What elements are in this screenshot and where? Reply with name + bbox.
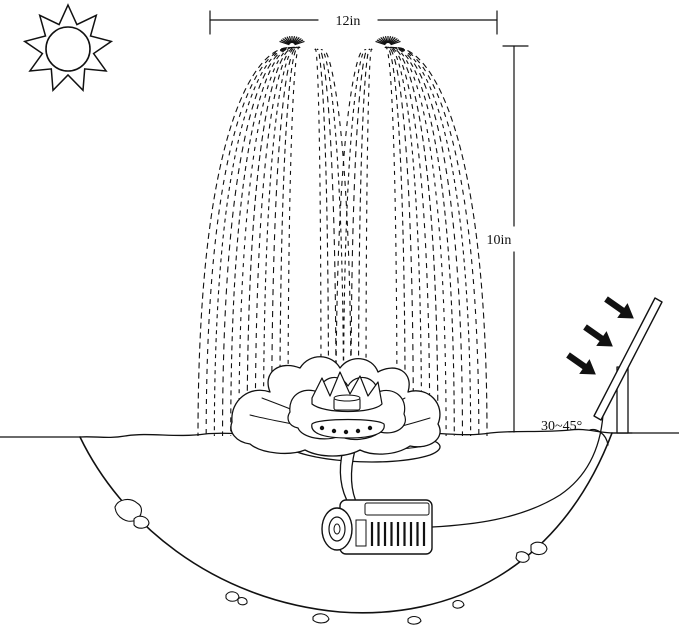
arrow-icon xyxy=(601,292,639,326)
water-pump xyxy=(322,500,432,554)
height-label: 10in xyxy=(487,233,512,248)
sun-icon xyxy=(25,5,112,90)
lotus-fountain-head xyxy=(231,357,440,456)
width-dimension: 12in xyxy=(210,11,497,34)
width-label: 12in xyxy=(336,14,361,29)
height-dimension: 10in xyxy=(487,46,528,432)
panel-angle-label: 30~45° xyxy=(541,419,582,434)
arrow-icon xyxy=(563,348,601,382)
arrow-icon xyxy=(580,320,618,354)
